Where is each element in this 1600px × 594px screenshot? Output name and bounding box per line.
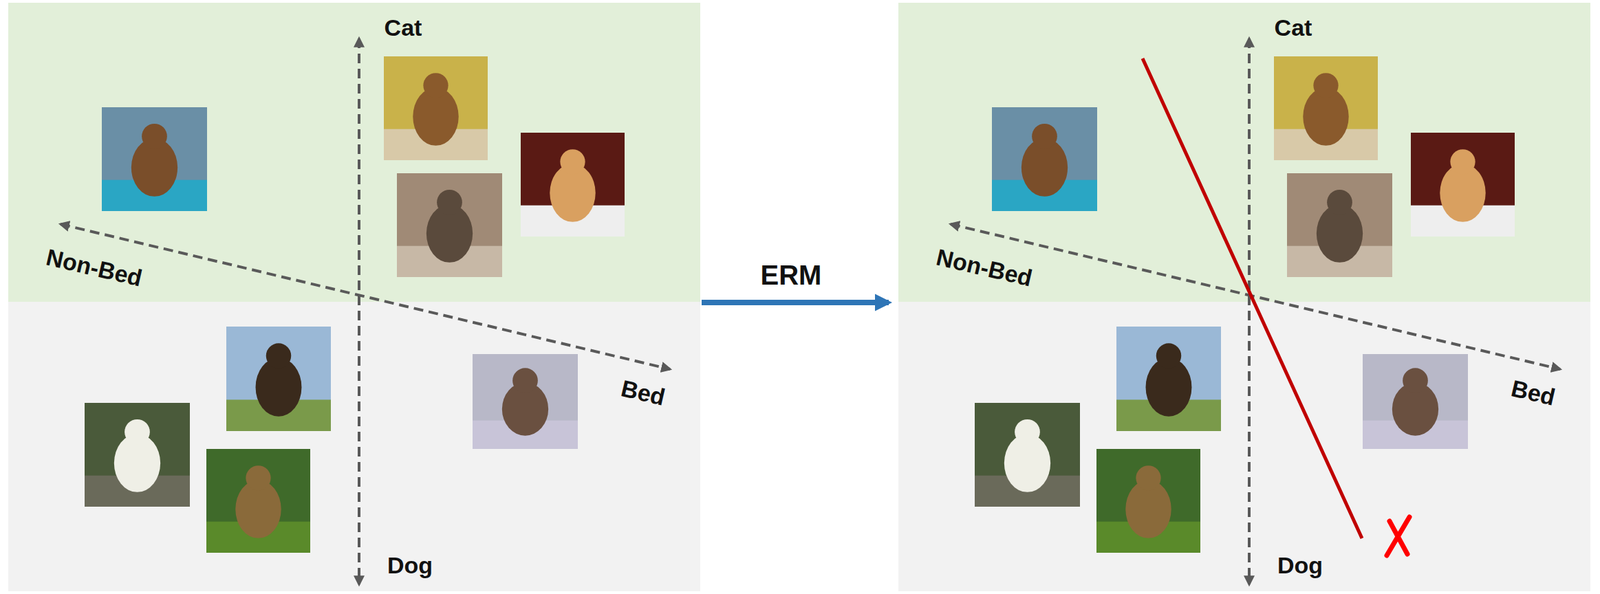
cat-region: [8, 2, 701, 302]
dog-photo: [1096, 449, 1201, 554]
animal-head: [1156, 343, 1182, 369]
animal-head: [1402, 368, 1429, 394]
animal-head: [1031, 123, 1058, 150]
dog-photo: [974, 403, 1080, 507]
cat-photo: [520, 132, 625, 237]
cat-dog-axis: [1247, 38, 1251, 585]
dog-region: [898, 301, 1591, 592]
bed-axis: [60, 224, 670, 370]
animal-head: [245, 465, 271, 491]
animal-head: [141, 123, 168, 150]
erm-decision-boundary: [1142, 58, 1362, 539]
cat-photo: [991, 107, 1098, 212]
bed-axis: [950, 224, 1561, 370]
cat-dog-axis: [357, 38, 361, 585]
animal-head: [512, 368, 538, 394]
dog-photo: [84, 403, 190, 507]
axis-label: Dog: [387, 553, 433, 578]
animal-head: [1326, 189, 1353, 216]
animal-head: [423, 72, 448, 98]
wrong-mark: [1386, 517, 1410, 556]
animal-head: [266, 343, 291, 369]
feature-space-panel: [898, 2, 1591, 592]
cat-photo: [396, 173, 503, 278]
dog-photo: [226, 326, 331, 432]
dog-region: [8, 301, 701, 592]
animal-head: [1014, 419, 1041, 446]
cat-photo: [101, 107, 208, 212]
cat-photo: [1287, 173, 1393, 278]
feature-space-panel: [8, 2, 701, 592]
dog-photo: [1362, 354, 1468, 450]
animal-head: [1313, 72, 1338, 98]
axis-label: Cat: [1274, 15, 1313, 40]
animal-head: [1135, 465, 1161, 491]
method-label: ERM: [760, 261, 823, 289]
animal-head: [559, 149, 585, 175]
cat-region: [898, 2, 1591, 302]
cat-photo: [383, 56, 488, 161]
dog-photo: [1116, 326, 1221, 432]
animal-head: [436, 189, 463, 216]
cat-photo: [1273, 56, 1378, 161]
animal-head: [124, 419, 150, 446]
axis-label: Cat: [384, 15, 423, 40]
dog-photo: [206, 449, 311, 554]
animal-head: [1450, 149, 1475, 175]
erm-arrow: [701, 299, 889, 306]
dog-photo: [472, 354, 578, 450]
axis-label: Dog: [1277, 553, 1323, 578]
cat-photo: [1410, 132, 1515, 237]
